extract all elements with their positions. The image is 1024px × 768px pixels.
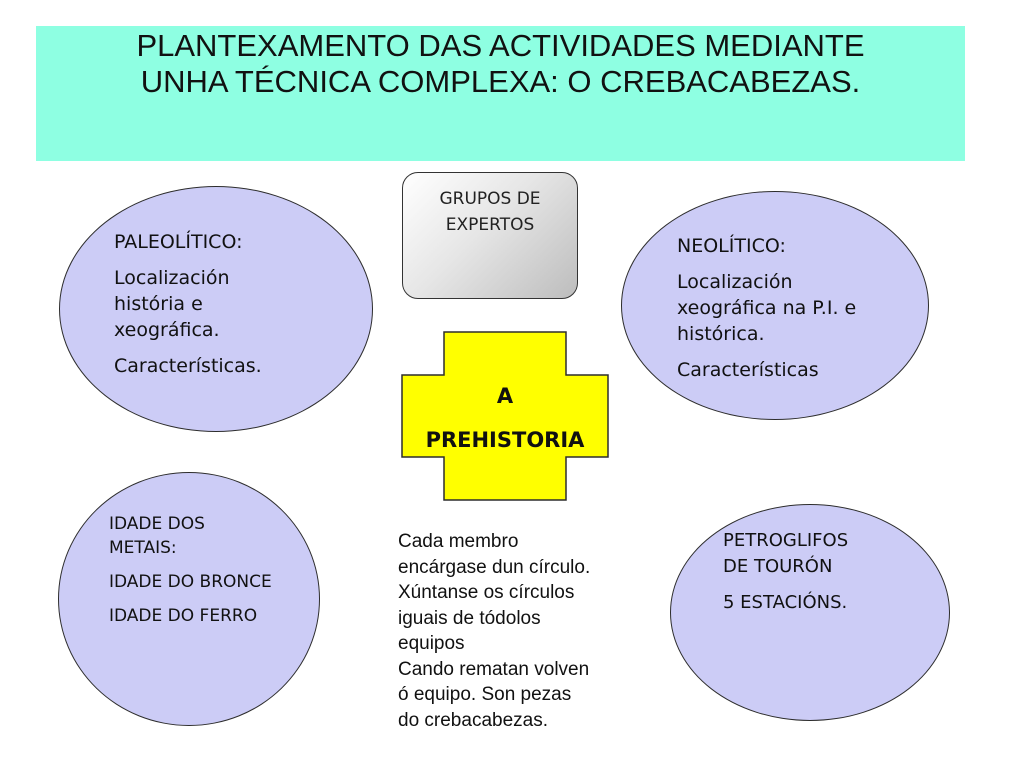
petroglifos-heading-1: PETROGLIFOS: [723, 530, 849, 551]
petroglifos-ellipse: [670, 504, 950, 721]
neolitico-extra: Características: [677, 359, 819, 381]
instructions-line-1: Cada membro: [398, 531, 519, 552]
instructions-line-4: iguais de tódolos: [398, 607, 541, 629]
center-cross-text: A PREHISTORIA: [401, 381, 609, 455]
neolitico-heading: NEOLÍTICO:: [677, 235, 786, 257]
paleolitico-line-1: Localización: [114, 267, 230, 289]
idade-metais-heading-2: METAIS:: [109, 538, 177, 558]
idade-metais-heading-1: IDADE DOS: [109, 514, 205, 534]
instructions-line-5: equipos: [398, 633, 465, 654]
neolitico-line-1: Localización: [677, 271, 793, 293]
paleolitico-line-2: história e: [114, 293, 203, 315]
experts-box-text: GRUPOS DE EXPERTOS: [402, 186, 578, 238]
petroglifos-extra: 5 ESTACIÓNS.: [723, 592, 848, 613]
instructions-text: Cada membro encárgase dun círculo. Xúnta…: [398, 529, 648, 733]
instructions-line-8: do crebacabezas.: [398, 709, 548, 731]
paleolitico-heading: PALEOLÍTICO:: [114, 231, 243, 253]
instructions-line-2: encárgase dun círculo.: [398, 556, 591, 578]
paleolitico-text: PALEOLÍTICO: Localización história e xeo…: [114, 229, 314, 379]
neolitico-text: NEOLÍTICO: Localización xeográfica na P.…: [677, 233, 887, 383]
experts-box: [402, 172, 578, 299]
idade-metais-ellipse: [58, 472, 320, 726]
instructions-line-7: ó equipo. Son pezas: [398, 684, 572, 705]
petroglifos-heading-2: DE TOURÓN: [723, 556, 833, 577]
center-line-1: A: [496, 384, 514, 408]
instructions-line-6: Cando rematan volven: [398, 658, 590, 680]
experts-line-2: EXPERTOS: [445, 215, 535, 235]
title-line-2: UNHA TÉCNICA COMPLEXA: O CREBACABEZAS.: [140, 64, 861, 99]
title-line-1: PLANTEXAMENTO DAS ACTIVIDADES MEDIANTE: [136, 28, 865, 63]
petroglifos-text: PETROGLIFOS DE TOURÓN 5 ESTACIÓNS.: [723, 528, 913, 616]
neolitico-line-2: xeográfica na P.I. e: [677, 297, 857, 319]
idade-metais-text: IDADE DOS METAIS: IDADE DO BRONCE IDADE …: [109, 512, 309, 628]
instructions-line-3: Xúntanse os círculos: [398, 582, 575, 603]
paleolitico-ellipse: [59, 186, 373, 432]
experts-line-1: GRUPOS DE: [439, 189, 541, 209]
idade-metais-item-1: IDADE DO BRONCE: [109, 572, 272, 592]
center-cross-shape: [401, 331, 609, 501]
center-line-2: PREHISTORIA: [425, 428, 585, 452]
paleolitico-extra: Características.: [114, 355, 262, 377]
neolitico-ellipse: [621, 191, 929, 420]
neolitico-line-3: histórica.: [677, 323, 765, 345]
paleolitico-line-3: xeográfica.: [114, 319, 220, 341]
idade-metais-item-2: IDADE DO FERRO: [109, 606, 258, 626]
title-banner: PLANTEXAMENTO DAS ACTIVIDADES MEDIANTE U…: [36, 26, 965, 161]
